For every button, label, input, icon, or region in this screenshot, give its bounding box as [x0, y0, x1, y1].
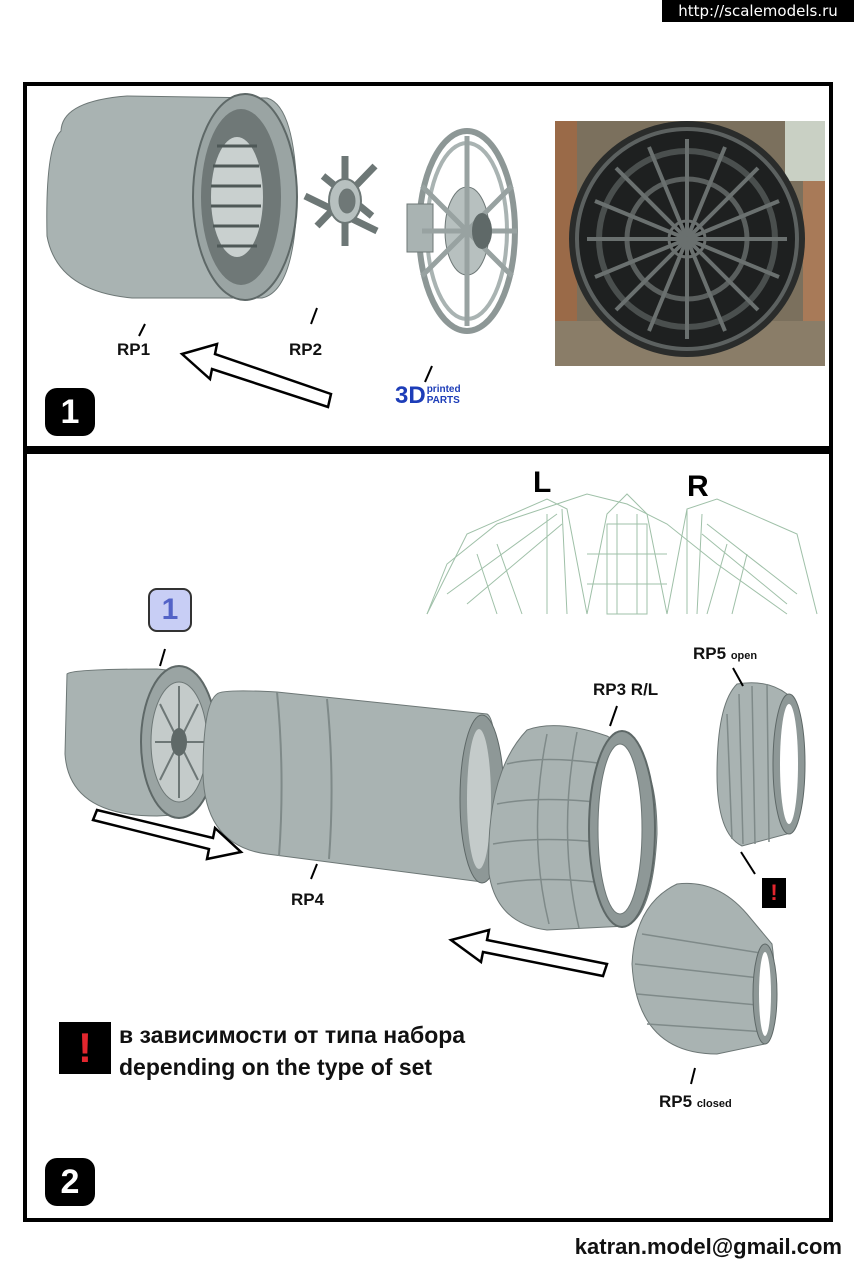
rp1-part — [46, 93, 298, 301]
3d-label-top: printed — [426, 384, 461, 395]
assembly-arrow-left — [179, 342, 333, 409]
rp5-open-part — [716, 682, 806, 847]
step-1-drawing — [46, 93, 518, 409]
label-rp5-closed-main: RP5 — [659, 1092, 693, 1111]
reference-photo-engine-nozzle — [555, 121, 825, 366]
rp1-assembled-part — [64, 665, 218, 819]
assembly-arrow-right — [91, 808, 244, 861]
rp5-closed-part — [631, 882, 778, 1055]
note-russian: в зависимости от типа набора — [119, 1022, 466, 1048]
label-rp4: RP4 — [291, 890, 325, 909]
warning-icon-small: ! — [762, 878, 786, 908]
rp4-part — [202, 690, 505, 884]
label-rp5-open-main: RP5 — [693, 644, 727, 663]
warning-icon-legend: ! — [59, 1022, 111, 1074]
step-1-badge: 1 — [45, 388, 95, 436]
aircraft-rear-wireframe — [426, 493, 818, 615]
3d-printed-part — [406, 128, 518, 334]
label-rp1: RP1 — [117, 340, 151, 359]
step-2-panel: L R 1 RP4 RP3 R/L RP5 open RP5 closed ! … — [23, 450, 833, 1222]
label-rp5-closed-sub: closed — [696, 1098, 732, 1110]
label-rp5-open: RP5 open — [693, 644, 757, 664]
label-rp2: RP2 — [289, 340, 323, 359]
rp2-part — [303, 156, 379, 246]
label-rp5-open-sub: open — [730, 650, 758, 662]
3d-label-bottom: PARTS — [426, 395, 460, 406]
step-2-drawing — [64, 493, 818, 1085]
watermark: http://scalemodels.ru — [662, 0, 854, 22]
warning-note: в зависимости от типа набора depending o… — [119, 1019, 465, 1083]
3d-label-big: 3D — [395, 382, 426, 409]
side-left-label: L — [533, 466, 552, 499]
step-2-badge: 2 — [45, 1158, 95, 1206]
note-english: depending on the type of set — [119, 1054, 433, 1080]
label-rp3: RP3 R/L — [593, 680, 659, 699]
contact-email: katran.model@gmail.com — [574, 1234, 842, 1259]
reference-step-1-badge: 1 — [148, 588, 192, 632]
assembly-arrow-left-2 — [448, 928, 609, 978]
side-right-label: R — [687, 470, 709, 503]
rp3-part — [488, 725, 658, 931]
label-rp5-closed: RP5 closed — [659, 1092, 732, 1112]
